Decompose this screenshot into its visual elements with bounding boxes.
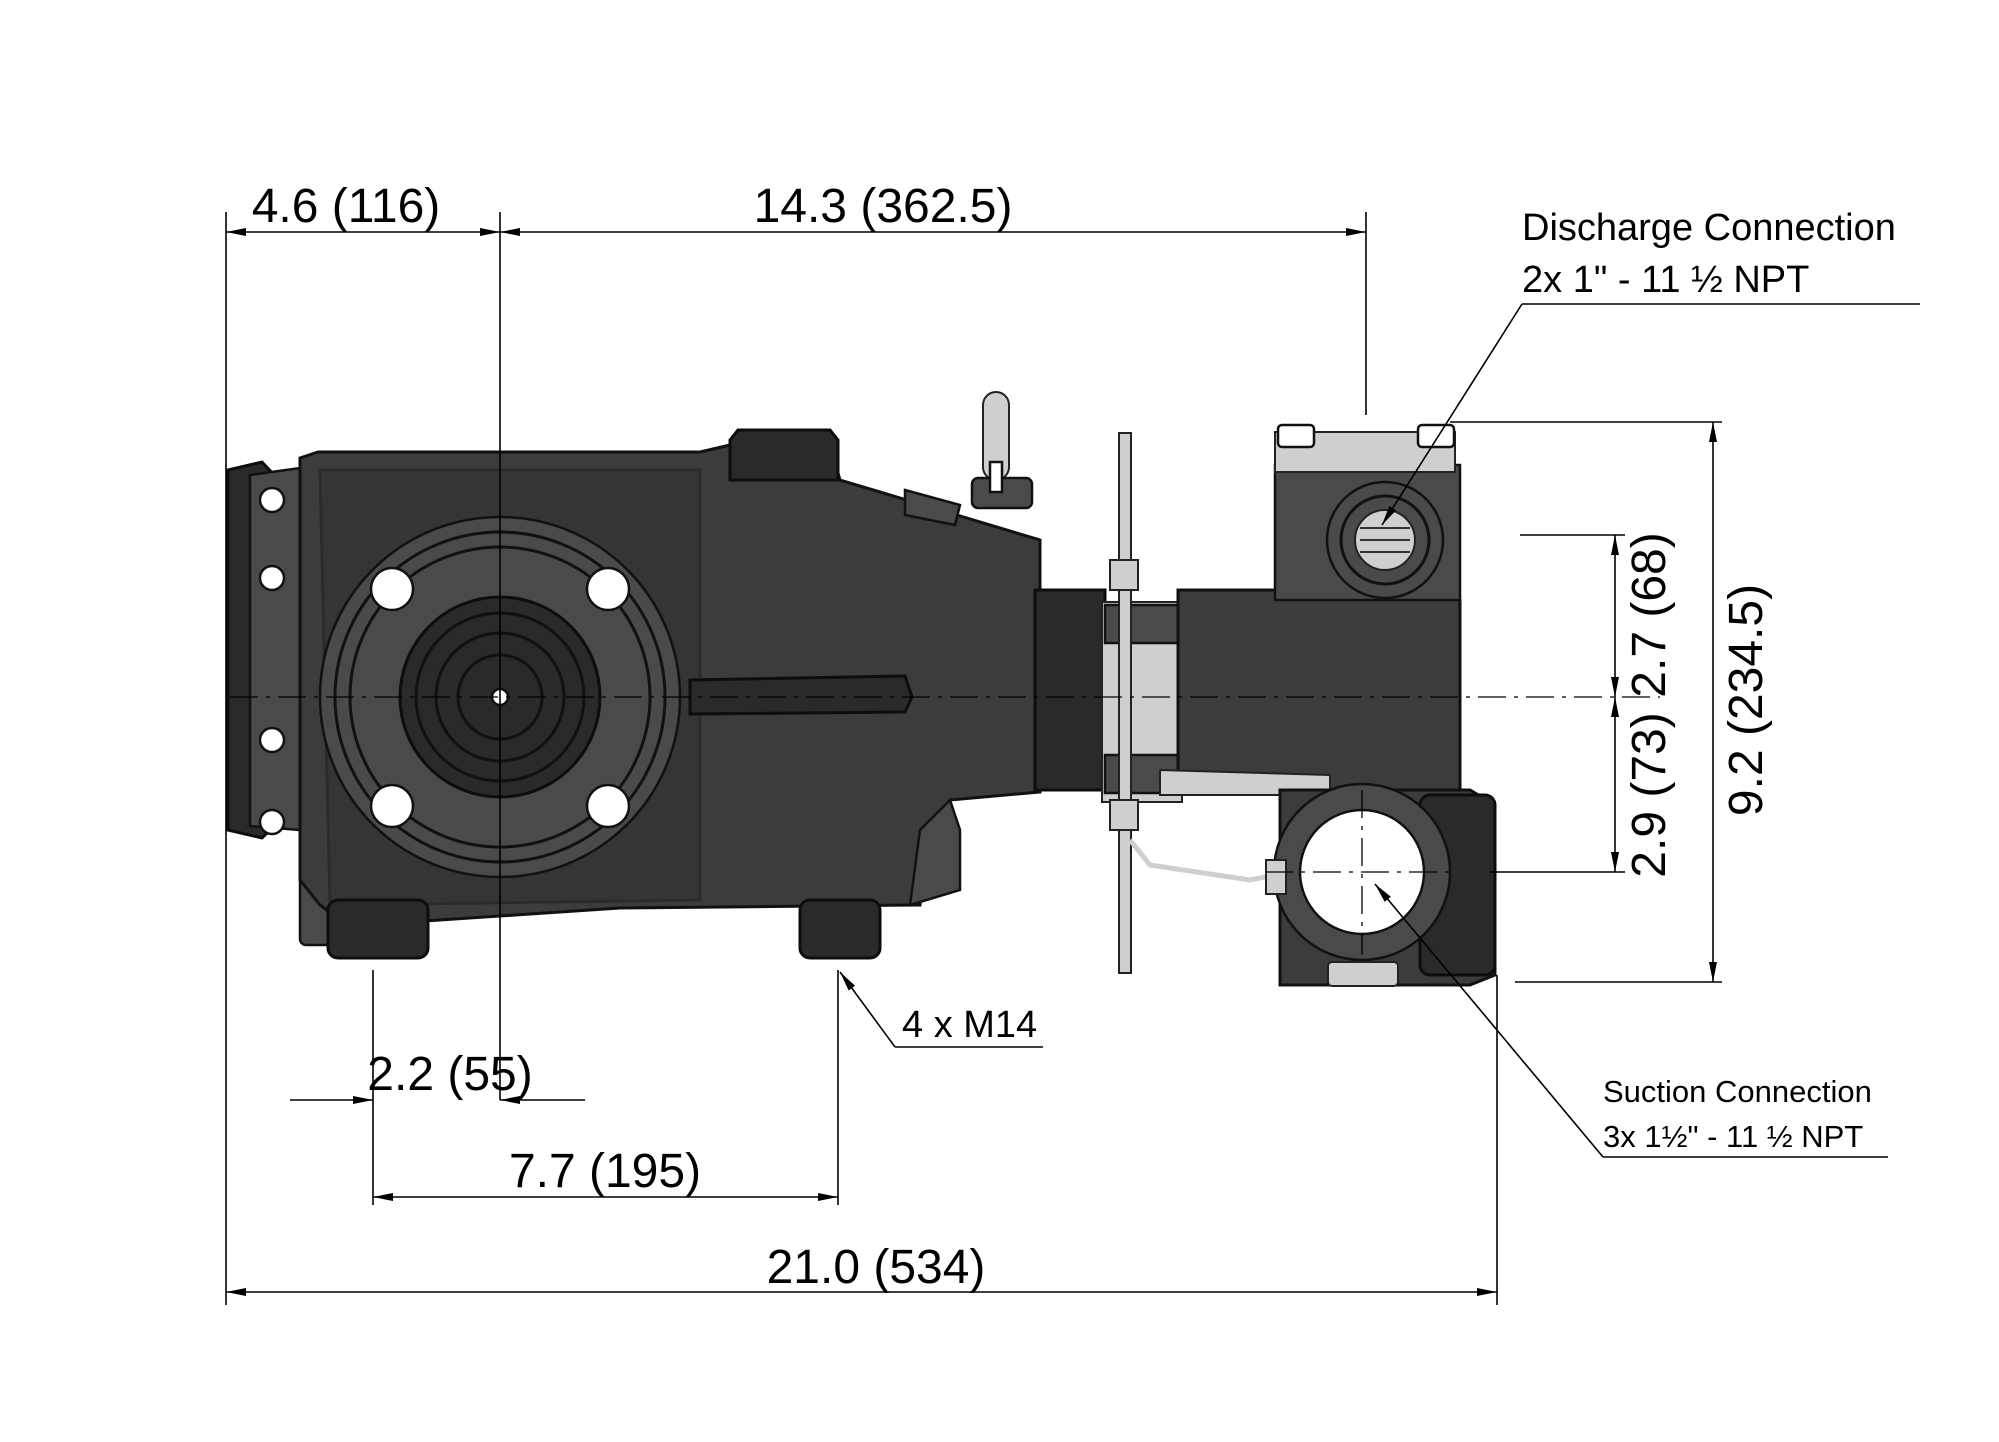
extension-lines	[225, 212, 1722, 1305]
discharge-connection-spec: 2x 1" - 11 ½ NPT	[1522, 259, 1809, 301]
lifting-eye	[970, 391, 1034, 510]
suction-connection-spec: 3x 1½" - 11 ½ NPT	[1603, 1119, 1863, 1154]
mounting-foot	[798, 898, 882, 960]
dim-rear-to-shaft: 4.6 (116)	[252, 180, 441, 233]
oil-fill-cap	[728, 428, 840, 482]
dim-overall-length: 21.0 (534)	[767, 1241, 986, 1294]
suction-port	[1272, 782, 1497, 987]
flange-bolt-hole	[369, 566, 415, 612]
dim-foot-spacing: 7.7 (195)	[509, 1145, 701, 1198]
mount-bolt-callout: 4 x M14	[902, 1004, 1037, 1046]
flange-bolt-hole	[369, 783, 415, 829]
dim-foot-to-shaft: 2.2 (55)	[367, 1048, 532, 1101]
centerlines	[230, 212, 1660, 1100]
bracket-rod	[1118, 432, 1132, 974]
discharge-block	[1273, 423, 1462, 602]
flange-bolt-hole	[585, 566, 631, 612]
leader-lines	[839, 303, 1920, 1158]
mounting-foot	[326, 898, 430, 960]
dim-suction-height: 2.9 (73)	[1623, 712, 1676, 877]
flange-bolt-hole	[585, 783, 631, 829]
dimension-lines	[226, 228, 1717, 1296]
dim-discharge-height: 2.7 (68)	[1623, 532, 1676, 697]
pump-illustration	[226, 391, 1497, 987]
dim-overall-height: 9.2 (234.5)	[1720, 584, 1773, 816]
suction-connection-title: Suction Connection	[1603, 1074, 1872, 1109]
discharge-connection-title: Discharge Connection	[1522, 207, 1896, 249]
dim-shaft-to-discharge: 14.3 (362.5)	[754, 180, 1013, 233]
